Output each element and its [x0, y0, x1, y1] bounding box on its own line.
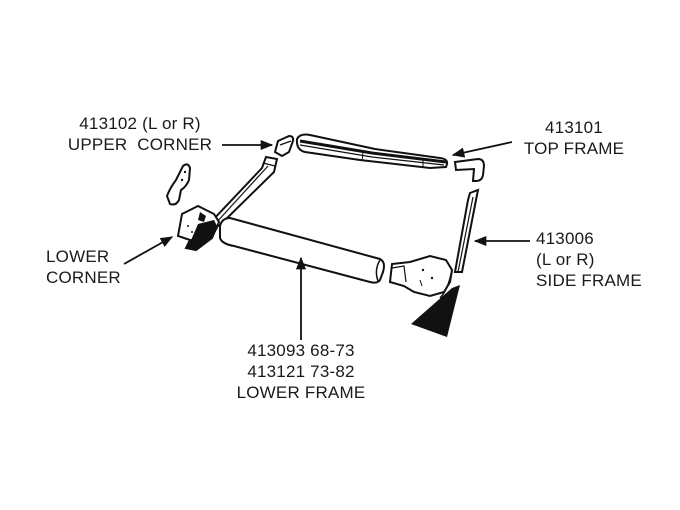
top-frame-name: TOP FRAME — [523, 139, 625, 158]
upper-corner-label: 413102 (L or R) UPPER CORNER — [54, 113, 226, 155]
left-upper-corner-part — [273, 134, 295, 158]
top-frame-part-number: 413101 — [545, 118, 603, 137]
top-frame-part — [295, 133, 449, 170]
side-frame-part-number: 413006 — [536, 229, 594, 248]
seal-wedge-part — [411, 285, 460, 337]
lower-frame-part — [219, 216, 385, 284]
right-lower-corner-part — [388, 254, 454, 299]
arrow-top-frame — [451, 141, 513, 158]
lower-corner-part — [176, 204, 221, 252]
right-upper-corner-part — [453, 157, 486, 182]
lower-corner-name-line1: LOWER — [46, 247, 110, 266]
lower-corner-label: LOWER CORNER — [46, 246, 121, 288]
side-frame-label: 413006 (L or R) SIDE FRAME — [536, 228, 642, 291]
upper-corner-part-number: 413102 (L or R) — [79, 114, 201, 133]
loose-clip-part — [165, 163, 192, 206]
lower-frame-part-number-1: 413093 68-73 — [247, 341, 355, 360]
lower-frame-part-number-2: 413121 73-82 — [247, 362, 355, 381]
side-frame-variant: (L or R) — [536, 250, 595, 269]
top-frame-label: 413101 TOP FRAME — [514, 117, 634, 159]
left-side-frame-part — [209, 155, 279, 228]
lower-frame-label: 413093 68-73 413121 73-82 LOWER FRAME — [222, 340, 380, 403]
upper-corner-name: UPPER CORNER — [67, 135, 213, 154]
side-frame-name: SIDE FRAME — [536, 271, 642, 290]
arrow-lower-corner — [123, 236, 174, 265]
lower-frame-name: LOWER FRAME — [236, 383, 366, 402]
lower-corner-name-line2: CORNER — [46, 268, 121, 287]
right-side-frame-part — [453, 188, 480, 273]
